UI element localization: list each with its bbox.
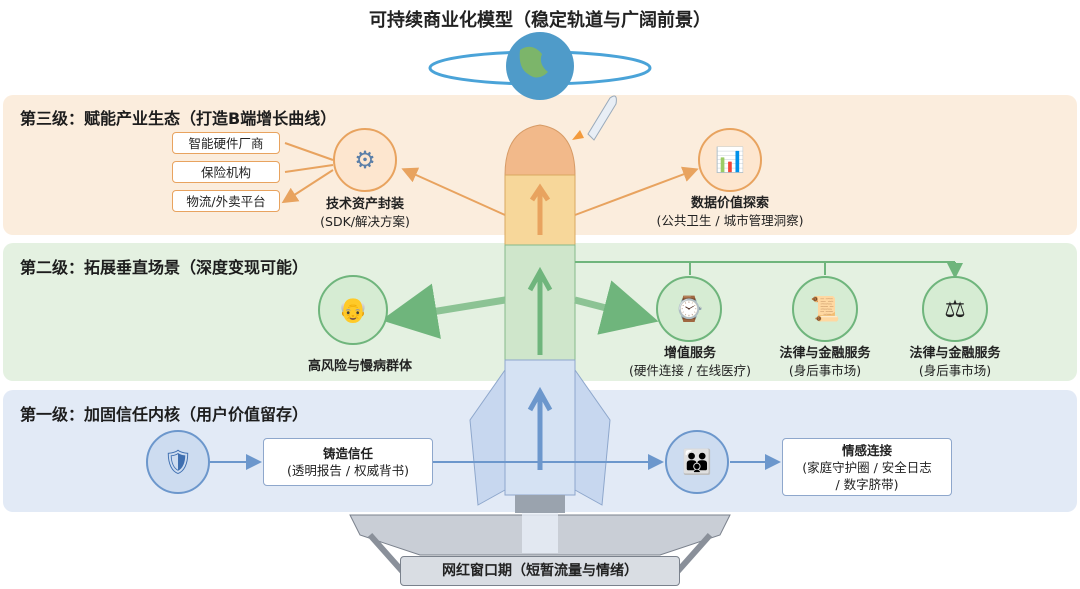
service-sub: (身后事市场) — [788, 363, 862, 378]
elderly-glucose-icon: 👴 — [318, 275, 388, 345]
risk-group-title: 高风险与慢病群体 — [307, 359, 413, 374]
family-heart-icon: 👪 — [665, 430, 729, 494]
tech-sub: (SDK/解决方案) — [320, 214, 410, 229]
service-title: 法律与金融服务 — [779, 346, 871, 361]
target-box: 物流/外卖平台 — [172, 190, 280, 212]
target-box: 智能硬件厂商 — [172, 132, 280, 154]
data-label: 数据价值探索 (公共卫生 / 城市管理洞察) — [657, 195, 804, 229]
service-sub: (硬件连接 / 在线医疗) — [629, 363, 751, 378]
city-chart-icon: 📊 — [698, 128, 762, 192]
certificate-shield-icon: 📜 — [792, 276, 858, 342]
rocket-nose — [504, 124, 576, 176]
shield-check-icon: 🛡 — [146, 430, 210, 494]
trust-title: 铸造信任 — [322, 446, 373, 461]
service-title: 增值服务 — [663, 346, 717, 361]
watch-doctor-icon: ⌚ — [656, 276, 722, 342]
service-label: 增值服务 (硬件连接 / 在线医疗) — [629, 345, 751, 379]
emotion-box: 情感连接(家庭守护圈 / 安全日志/ 数字脐带) — [782, 438, 952, 496]
trust-sub: (透明报告 / 权威背书) — [287, 463, 409, 478]
emotion-sub: (家庭守护圈 / 安全日志 — [802, 459, 932, 475]
page-title: 可持续商业化模型（稳定轨道与广阔前景） — [369, 10, 711, 31]
service-title: 法律与金融服务 — [909, 346, 1001, 361]
rocket-nozzle — [515, 495, 565, 513]
tier2-heading: 第二级：拓展垂直场景（深度变现可能） — [20, 258, 309, 277]
risk-group-label: 高风险与慢病群体 — [308, 358, 412, 375]
tech-title: 技术资产封装 — [325, 197, 405, 212]
target-box: 保险机构 — [172, 161, 280, 183]
tech-label: 技术资产封装 (SDK/解决方案) — [320, 196, 410, 230]
service-sub: (身后事市场) — [918, 363, 992, 378]
data-title: 数据价值探索 — [690, 196, 770, 211]
base-label: 网红窗口期（短暂流量与情绪） — [400, 556, 680, 586]
emotion-title: 情感连接 — [841, 442, 892, 458]
data-sub: (公共卫生 / 城市管理洞察) — [656, 213, 804, 228]
rocket-fin-right — [574, 368, 611, 506]
document-scale-icon: ⚖ — [922, 276, 988, 342]
emotion-sub: / 数字脐带) — [835, 476, 899, 492]
rocket-fin-left — [469, 368, 506, 506]
service-label: 法律与金融服务 (身后事市场) — [779, 345, 870, 379]
service-label: 法律与金融服务 (身后事市场) — [909, 345, 1000, 379]
tier3-heading: 第三级：赋能产业生态（打造B端增长曲线） — [20, 109, 337, 128]
trust-box: 铸造信任 (透明报告 / 权威背书) — [263, 438, 433, 486]
tier1-heading: 第一级：加固信任内核（用户价值留存） — [20, 405, 309, 424]
small-rocket-icon — [587, 95, 617, 141]
cloud-gears-icon: ⚙ — [333, 128, 397, 192]
